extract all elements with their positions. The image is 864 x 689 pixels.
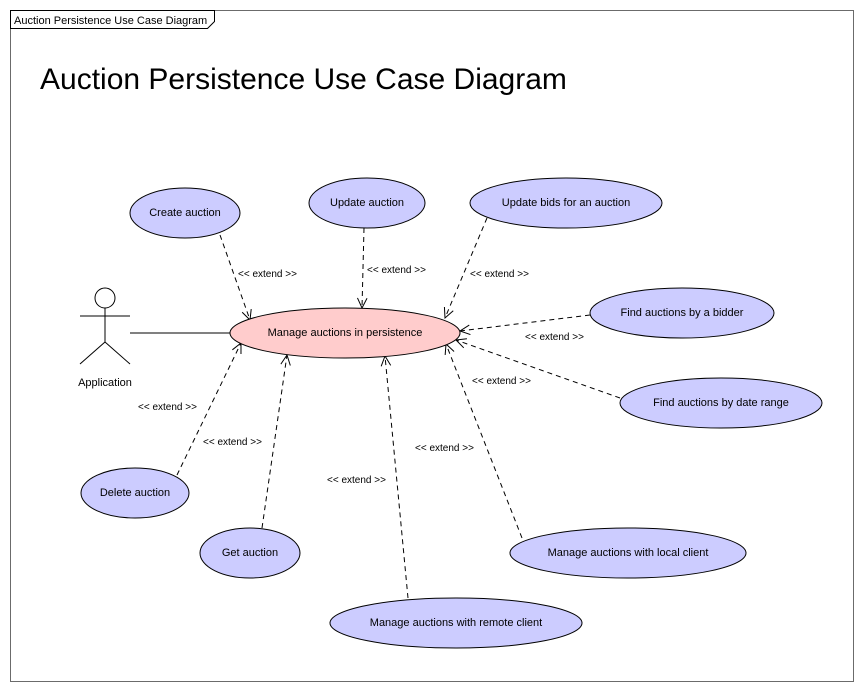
actor-head (94, 287, 116, 309)
use-case-label: Manage auctions in persistence (268, 327, 423, 339)
extend-stereotype-label: << extend >> (138, 402, 197, 413)
use-case-update-bids[interactable]: Update bids for an auction (469, 177, 663, 229)
actor-label: Application (78, 377, 132, 389)
use-case-ellipse (589, 287, 775, 339)
use-case-ellipse (308, 177, 426, 229)
extend-dependency-line (444, 217, 488, 319)
frame-tab (10, 10, 215, 29)
use-case-manage-local-client[interactable]: Manage auctions with local client (509, 527, 747, 579)
extend-stereotype-label: << extend >> (415, 443, 474, 454)
use-case-update-auction[interactable]: Update auction (308, 177, 426, 229)
extend-dependency-line (455, 339, 621, 399)
use-case-manage-remote-client[interactable]: Manage auctions with remote client (329, 597, 583, 649)
use-case-ellipse (619, 377, 823, 429)
diagram-title: Auction Persistence Use Case Diagram (40, 63, 567, 96)
use-case-label: Delete auction (100, 487, 170, 499)
extend-dependencies: << extend >> << extend >> << extend >> << e… (138, 217, 621, 599)
extend-stereotype-label: << extend >> (472, 376, 531, 387)
use-case-label: Find auctions by a bidder (621, 307, 744, 319)
use-case-ellipse (509, 527, 747, 579)
actor-application[interactable]: Application (78, 287, 132, 389)
use-case-label: Manage auctions with remote client (370, 617, 542, 629)
use-case-ellipse (129, 187, 241, 239)
extend-dependency-line (261, 354, 288, 529)
frame-tab-label: Auction Persistence Use Case Diagram (14, 15, 207, 27)
use-case-find-by-date-range[interactable]: Find auctions by date range (619, 377, 823, 429)
use-case-ellipse (469, 177, 663, 229)
extend-stereotype-label: << extend >> (238, 269, 297, 280)
extend-stereotype-label: << extend >> (525, 332, 584, 343)
use-case-label: Manage auctions with local client (548, 547, 709, 559)
extend-dependency-line (459, 314, 591, 332)
extend-dependency-line (445, 343, 523, 539)
actor-right-leg (104, 341, 131, 365)
use-case-ellipse (199, 527, 301, 579)
extend-dependency-line (384, 355, 409, 599)
use-case-ellipse (329, 597, 583, 649)
extend-stereotype-label: << extend >> (470, 269, 529, 280)
extend-dependency-line (176, 342, 242, 476)
use-case-create-auction[interactable]: Create auction (129, 187, 241, 239)
use-case-find-by-bidder[interactable]: Find auctions by a bidder (589, 287, 775, 339)
extend-dependency-line (219, 234, 251, 321)
use-case-ellipse (229, 307, 461, 359)
use-case-label: Get auction (222, 547, 278, 559)
use-case-ellipse (80, 467, 190, 519)
extend-dependency-line (361, 227, 365, 309)
use-case-label: Create auction (149, 207, 221, 219)
extend-arrowhead (443, 306, 454, 320)
extend-stereotype-label: << extend >> (327, 475, 386, 486)
use-case-delete-auction[interactable]: Delete auction (80, 467, 190, 519)
use-case-label: Find auctions by date range (653, 397, 789, 409)
use-case-manage-persistence[interactable]: Manage auctions in persistence (229, 307, 461, 359)
actor-left-leg (79, 341, 106, 365)
use-case-label: Update bids for an auction (502, 197, 630, 209)
extend-stereotype-label: << extend >> (203, 437, 262, 448)
use-case-label: Update auction (330, 197, 404, 209)
use-case-get-auction[interactable]: Get auction (199, 527, 301, 579)
extend-stereotype-label: << extend >> (367, 265, 426, 276)
